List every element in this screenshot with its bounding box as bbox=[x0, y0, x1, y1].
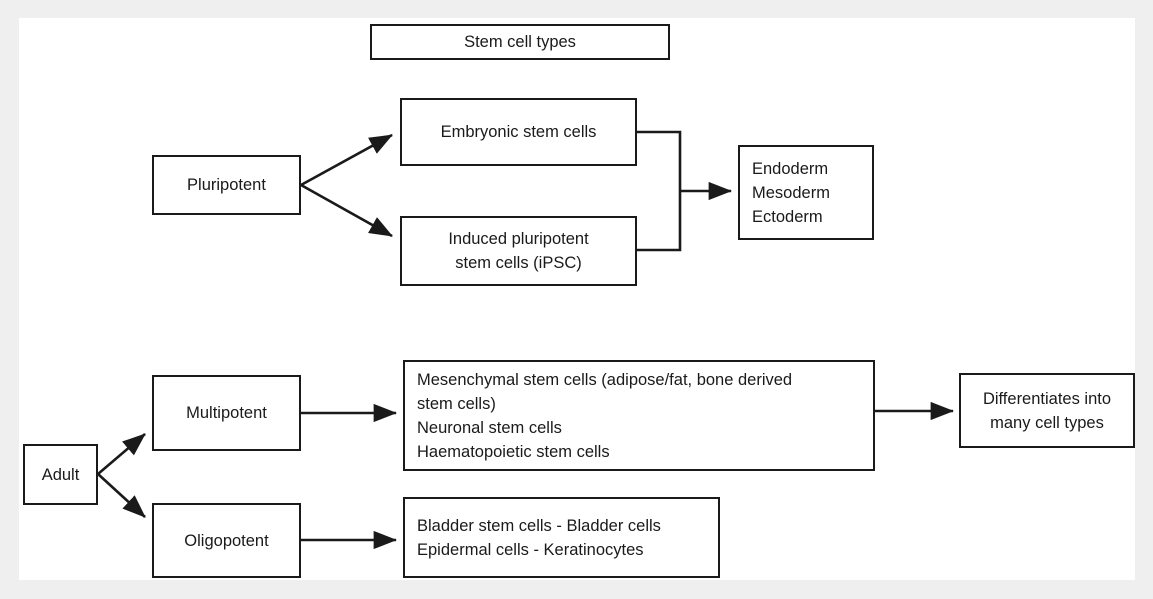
title-box: Stem cell types bbox=[370, 24, 670, 60]
edge-pluripotent-to-ipsc bbox=[300, 183, 393, 238]
node-oligopotent-cells-line-2: Epidermal cells - Keratinocytes bbox=[417, 540, 644, 559]
node-germ-layers: Endoderm Mesoderm Ectoderm bbox=[738, 145, 874, 240]
node-ipsc-line-1: Induced pluripotent bbox=[448, 230, 589, 248]
node-differentiates-line-1: Differentiates into bbox=[982, 389, 1112, 408]
node-multipotent-cells-line-1: Mesenchymal stem cells (adipose/fat, bon… bbox=[417, 370, 793, 389]
edge-adult-to-oligopotent bbox=[97, 473, 146, 518]
edge-pluripotent-to-embryonic bbox=[300, 133, 393, 187]
node-embryonic-stem-cells-label: Embryonic stem cells bbox=[440, 123, 597, 141]
node-induced-pluripotent-stem-cells: Induced pluripotent stem cells (iPSC) bbox=[400, 216, 637, 286]
node-oligopotent-label: Oligopotent bbox=[184, 531, 269, 550]
node-multipotent-label: Multipotent bbox=[186, 404, 267, 422]
node-germ-layers-line-2: Mesoderm bbox=[752, 183, 830, 202]
node-embryonic-stem-cells: Embryonic stem cells bbox=[400, 98, 637, 166]
node-germ-layers-line-3: Ectoderm bbox=[752, 207, 823, 226]
node-differentiates-line-2: many cell types bbox=[990, 413, 1104, 432]
node-adult-label: Adult bbox=[41, 465, 80, 484]
edge-adult-to-multipotent bbox=[97, 433, 146, 475]
node-multipotent-cell-types: Mesenchymal stem cells (adipose/fat, bon… bbox=[403, 360, 875, 471]
node-pluripotent: Pluripotent bbox=[152, 155, 301, 215]
node-multipotent: Multipotent bbox=[152, 375, 301, 451]
node-oligopotent: Oligopotent bbox=[152, 503, 301, 578]
node-differentiates-into-many-cell-types: Differentiates into many cell types bbox=[959, 373, 1135, 448]
node-ipsc-line-2: stem cells (iPSC) bbox=[455, 254, 582, 272]
title-box-label: Stem cell types bbox=[464, 33, 576, 51]
node-multipotent-cells-line-3: Neuronal stem cells bbox=[417, 418, 562, 437]
node-oligopotent-cells-line-1: Bladder stem cells - Bladder cells bbox=[417, 516, 661, 535]
node-pluripotent-label: Pluripotent bbox=[187, 176, 266, 194]
node-multipotent-cells-line-2: stem cells) bbox=[417, 394, 496, 413]
node-multipotent-cells-line-4: Haematopoietic stem cells bbox=[417, 442, 610, 461]
edge-embryonic-ipsc-to-germ-layers bbox=[637, 130, 733, 252]
node-oligopotent-cell-types: Bladder stem cells - Bladder cells Epide… bbox=[403, 497, 720, 578]
node-adult: Adult bbox=[23, 444, 98, 505]
node-germ-layers-line-1: Endoderm bbox=[752, 159, 829, 178]
